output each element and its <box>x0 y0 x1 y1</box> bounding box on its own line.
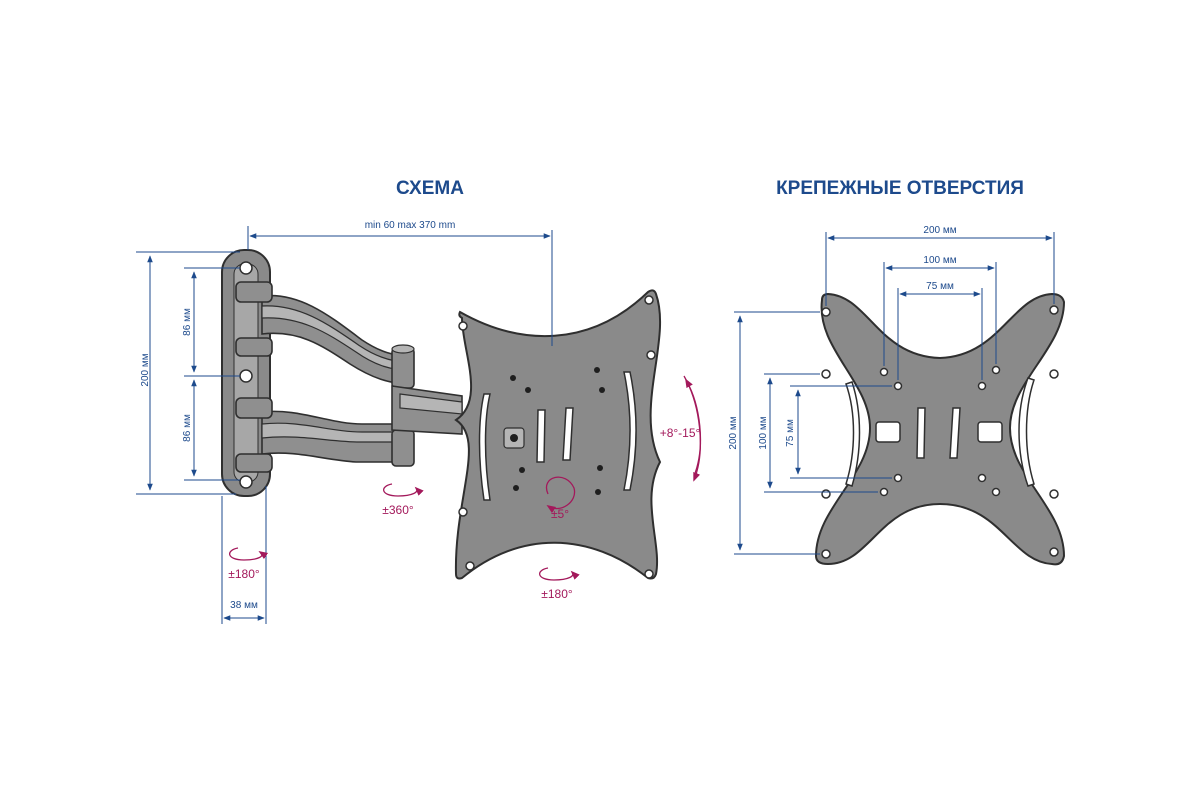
holes-title: КРЕПЕЖНЫЕ ОТВЕРСТИЯ <box>776 178 1024 199</box>
plate-rotate-label: ±5° <box>551 507 569 521</box>
depth-label: 38 мм <box>230 600 258 611</box>
holes-height-75: 75 мм <box>785 385 892 479</box>
wall-swivel-label: ±180° <box>228 567 260 581</box>
holes-width-200: 200 мм <box>825 225 1055 306</box>
height-200-label: 200 мм <box>728 416 739 449</box>
width-200-label: 200 мм <box>923 225 956 236</box>
plate-swivel-label: ±180° <box>541 587 573 601</box>
holes-height-100: 100 мм <box>758 373 878 493</box>
holes-width-100: 100 мм <box>883 255 997 366</box>
tilt-label: +8°-15° <box>660 426 701 440</box>
height-75-label: 75 мм <box>785 419 796 447</box>
plate-rotate-indicator: ±5° <box>545 476 576 521</box>
plate-swivel-indicator: ±180° <box>539 567 580 601</box>
reach-dimension: min 60 max 370 mm <box>247 220 553 346</box>
scheme-title: СХЕМА <box>396 178 464 199</box>
reach-label: min 60 max 370 mm <box>365 220 456 231</box>
width-75-label: 75 мм <box>926 281 954 292</box>
spacing-dimensions: 86 мм 86 мм <box>182 267 240 481</box>
arm-swivel-indicator: ±360° <box>382 483 424 517</box>
wall-swivel-indicator: ±180° <box>228 547 269 581</box>
arm-swivel-label: ±360° <box>382 503 414 517</box>
height-100-label: 100 мм <box>758 416 769 449</box>
wall-bracket <box>221 249 271 497</box>
spacing-upper-label: 86 мм <box>182 308 193 336</box>
width-100-label: 100 мм <box>923 255 956 266</box>
tilt-indicator: +8°-15° <box>660 375 702 482</box>
spacing-lower-label: 86 мм <box>182 414 193 442</box>
height-total-label: 200 мм <box>140 353 151 386</box>
swing-arm <box>235 281 463 473</box>
tv-plate <box>454 289 662 580</box>
holes-width-75: 75 мм <box>897 281 983 380</box>
holes-plate <box>814 292 1066 566</box>
height-dimension: 200 мм <box>136 251 240 495</box>
holes-height-200: 200 мм <box>728 311 820 555</box>
depth-dimension: 38 мм <box>221 486 267 624</box>
